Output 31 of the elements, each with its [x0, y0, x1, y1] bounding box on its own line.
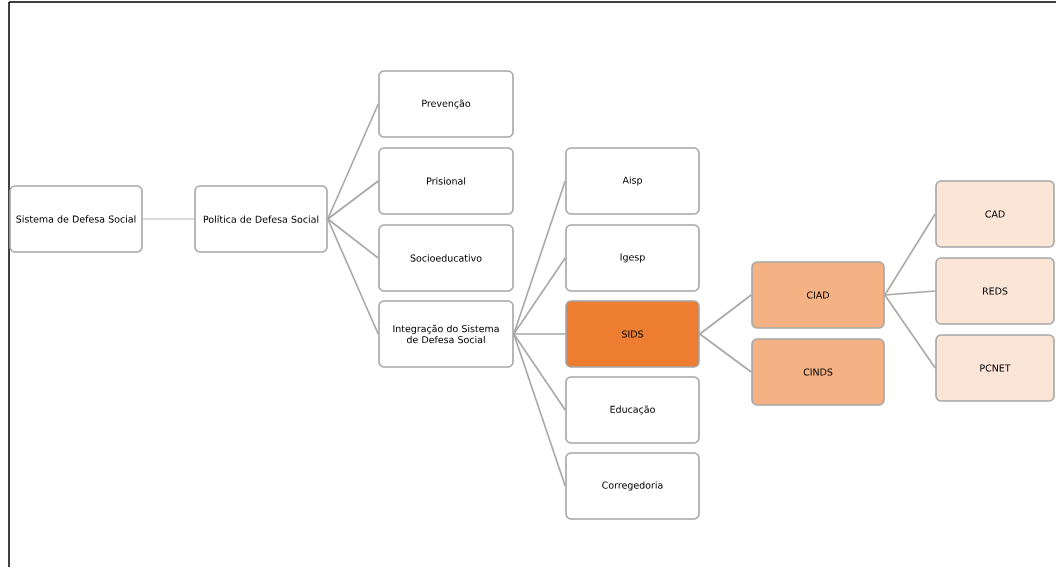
process-box: Corregedoria [565, 452, 700, 520]
connector-line [327, 218, 379, 259]
connector-line [513, 333, 566, 411]
process-box: Política de Defesa Social [194, 185, 328, 253]
connector-line [884, 290, 936, 296]
connector-line [513, 333, 566, 335]
connector-line [327, 103, 379, 220]
process-box: PCNET [935, 334, 1055, 402]
connector-line [884, 294, 936, 369]
process-box: Igesp [565, 224, 700, 292]
process-box: Integração do Sistema de Defesa Social [378, 300, 514, 368]
process-box: CAD [935, 180, 1055, 248]
connector-line [142, 218, 195, 220]
process-box: SIDS [565, 300, 700, 368]
process-box: Socioeducativo [378, 224, 514, 292]
connector-line [327, 180, 379, 220]
process-box: REDS [935, 257, 1055, 325]
process-box: Sistema de Defesa Social [9, 185, 143, 253]
connector-line [884, 213, 936, 296]
process-box: CIAD [751, 261, 885, 329]
connector-line [513, 333, 566, 487]
process-box: Prisional [378, 147, 514, 215]
connector-line [513, 180, 566, 335]
process-box: Prevenção [378, 70, 514, 138]
connector-line [699, 333, 752, 373]
process-box: Educação [565, 376, 700, 444]
connector-line [327, 218, 379, 335]
connector-line [699, 294, 752, 335]
process-box: CINDS [751, 338, 885, 406]
process-box: Aisp [565, 147, 700, 215]
connector-line [513, 257, 566, 335]
